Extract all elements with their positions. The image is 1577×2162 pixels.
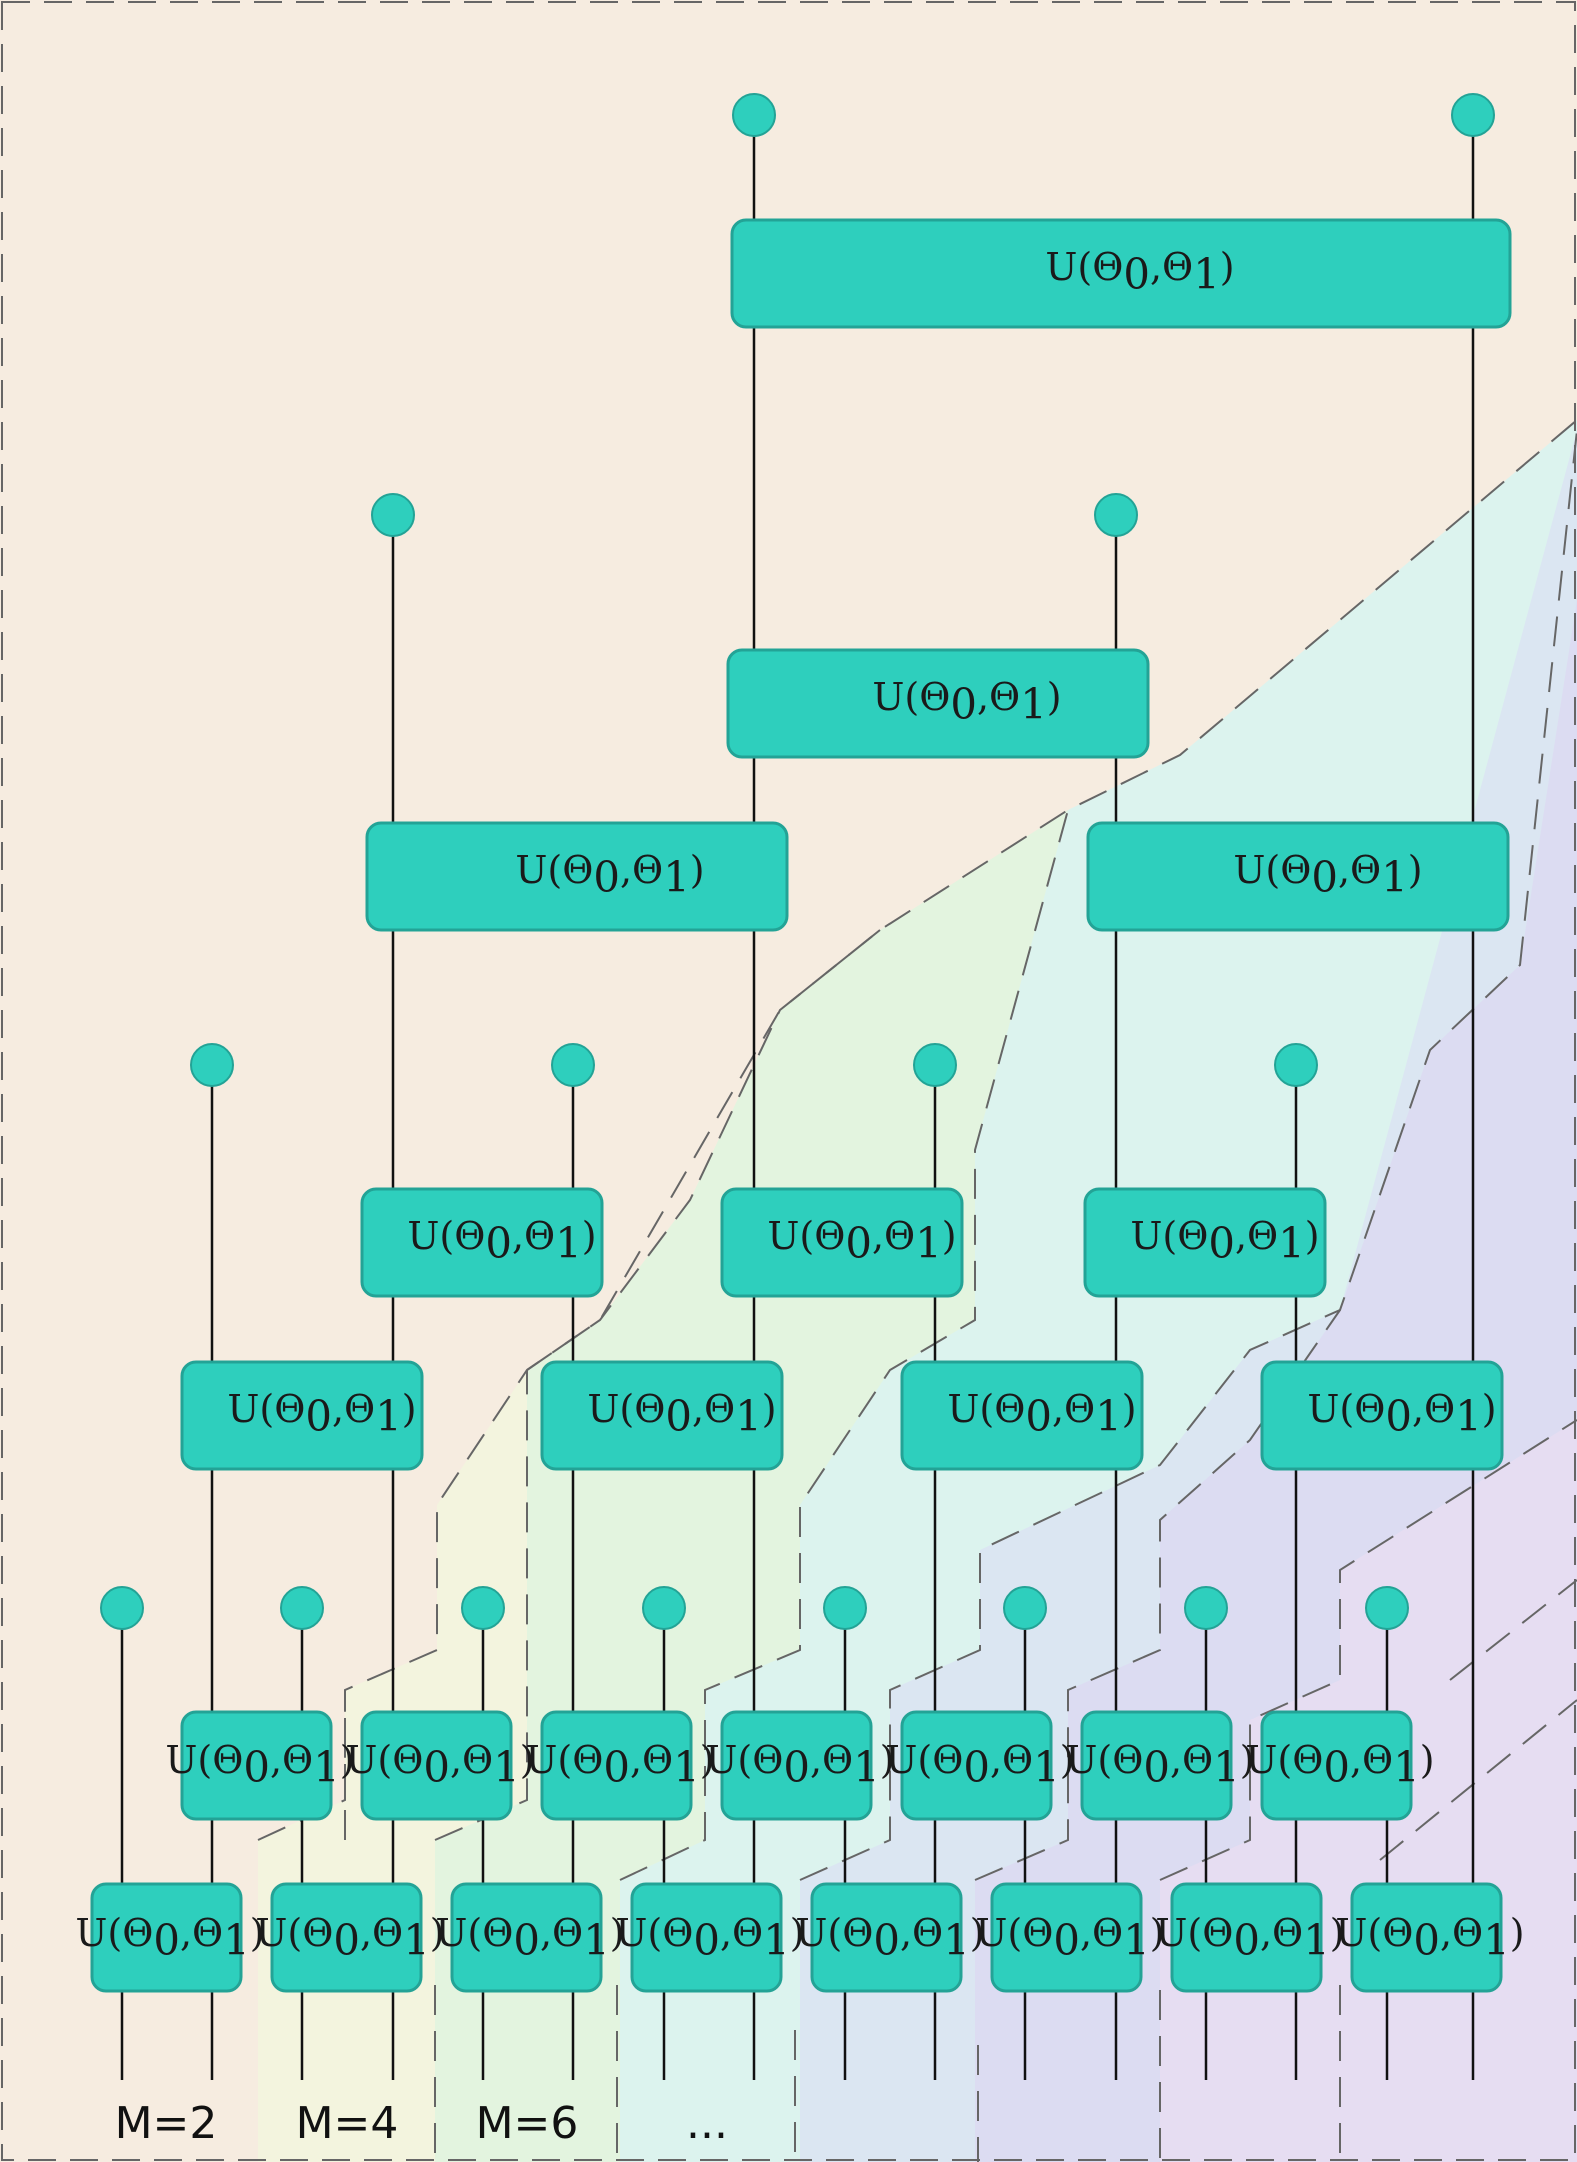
measurement-8	[1365, 1586, 1409, 1630]
gate-label-3: U(Θ0,Θ1)	[435, 1911, 624, 1964]
gate-label-23: U(Θ0,Θ1)	[515, 848, 704, 901]
gate-11	[540, 1710, 693, 1821]
gate-13	[900, 1710, 1053, 1821]
gate-5	[810, 1882, 963, 1993]
measurements	[100, 93, 1495, 1630]
bottom-label-4: ...	[686, 2098, 728, 2149]
measurement-5	[823, 1586, 867, 1630]
gate-20	[360, 1187, 604, 1298]
measurement-15	[732, 93, 776, 137]
bottom-label-3: M=6	[476, 2098, 579, 2149]
gate-18	[900, 1360, 1144, 1471]
measurement-1	[100, 1586, 144, 1630]
bottom-label-1: M=2	[115, 2098, 218, 2149]
gate-12	[720, 1710, 873, 1821]
gate-21	[720, 1187, 964, 1298]
measurement-7	[1184, 1586, 1228, 1630]
gate-label-21: U(Θ0,Θ1)	[767, 1214, 956, 1267]
gate-label-15: U(Θ0,Θ1)	[1245, 1738, 1434, 1791]
measurement-6	[1003, 1586, 1047, 1630]
gate-6	[990, 1882, 1143, 1993]
region-boundary-8	[1159, 1419, 1577, 1881]
gate-22	[1083, 1187, 1327, 1298]
gate-label-25: U(Θ0,Θ1)	[872, 675, 1061, 728]
measurement-3	[461, 1586, 505, 1630]
gate-label-14: U(Θ0,Θ1)	[1065, 1738, 1254, 1791]
gate-24	[1086, 821, 1510, 932]
gate-label-24: U(Θ0,Θ1)	[1233, 848, 1422, 901]
gate-4	[630, 1882, 783, 1993]
measurement-2	[280, 1586, 324, 1630]
gate-17	[540, 1360, 784, 1471]
gate-label-7: U(Θ0,Θ1)	[1155, 1911, 1344, 1964]
gate-2	[270, 1882, 423, 1993]
measurement-16	[1451, 93, 1495, 137]
gate-label-8: U(Θ0,Θ1)	[1335, 1911, 1524, 1964]
gate-label-22: U(Θ0,Θ1)	[1130, 1214, 1319, 1267]
gate-25	[726, 648, 1150, 759]
gate-label-19: U(Θ0,Θ1)	[1307, 1387, 1496, 1440]
gate-16	[180, 1360, 424, 1471]
gate-label-18: U(Θ0,Θ1)	[947, 1387, 1136, 1440]
gate-label-2: U(Θ0,Θ1)	[255, 1911, 444, 1964]
gates: U(Θ0,Θ1)U(Θ0,Θ1)U(Θ0,Θ1)U(Θ0,Θ1)U(Θ0,Θ1)…	[75, 218, 1525, 1993]
gate-label-20: U(Θ0,Θ1)	[407, 1214, 596, 1267]
gate-label-13: U(Θ0,Θ1)	[885, 1738, 1074, 1791]
gate-8	[1350, 1882, 1503, 1993]
gate-19	[1260, 1360, 1504, 1471]
gate-label-11: U(Θ0,Θ1)	[525, 1738, 714, 1791]
measurement-10	[551, 1043, 595, 1087]
measurement-9	[190, 1043, 234, 1087]
gate-label-6: U(Θ0,Θ1)	[975, 1911, 1164, 1964]
measurement-4	[642, 1586, 686, 1630]
region-boundary-7	[974, 1309, 1341, 1881]
gate-9	[180, 1710, 333, 1821]
gate-7	[1170, 1882, 1323, 1993]
gate-label-1: U(Θ0,Θ1)	[75, 1911, 264, 1964]
measurement-13	[371, 493, 415, 537]
gate-23	[365, 821, 789, 932]
region-boundaries	[257, 419, 1577, 2162]
gate-label-4: U(Θ0,Θ1)	[615, 1911, 804, 1964]
measurement-11	[913, 1043, 957, 1087]
gate-1	[90, 1882, 243, 1993]
gate-15	[1260, 1710, 1413, 1821]
region-boundary-6	[799, 429, 1577, 1881]
measurement-12	[1274, 1043, 1318, 1087]
gate-label-12: U(Θ0,Θ1)	[705, 1738, 894, 1791]
gate-label-17: U(Θ0,Θ1)	[587, 1387, 776, 1440]
region-boundary-5	[619, 809, 1069, 1881]
gate-26	[730, 218, 1512, 329]
gate-label-10: U(Θ0,Θ1)	[345, 1738, 534, 1791]
bottom-labels: M=2 M=4 M=6...	[115, 2098, 728, 2149]
gate-3	[450, 1882, 603, 1993]
gate-label-26: U(Θ0,Θ1)	[1045, 245, 1234, 298]
gate-label-16: U(Θ0,Θ1)	[227, 1387, 416, 1440]
gate-10	[360, 1710, 513, 1821]
region-boundary-3	[434, 1370, 528, 1841]
region-boundary-4	[526, 929, 881, 1371]
region-boundary-10	[1449, 1579, 1577, 1681]
measurement-14	[1094, 493, 1138, 537]
gate-14	[1080, 1710, 1233, 1821]
gate-label-9: U(Θ0,Θ1)	[165, 1738, 354, 1791]
gate-label-5: U(Θ0,Θ1)	[795, 1911, 984, 1964]
bottom-label-2: M=4	[296, 2098, 399, 2149]
region-boundary-9	[1379, 1699, 1577, 1861]
